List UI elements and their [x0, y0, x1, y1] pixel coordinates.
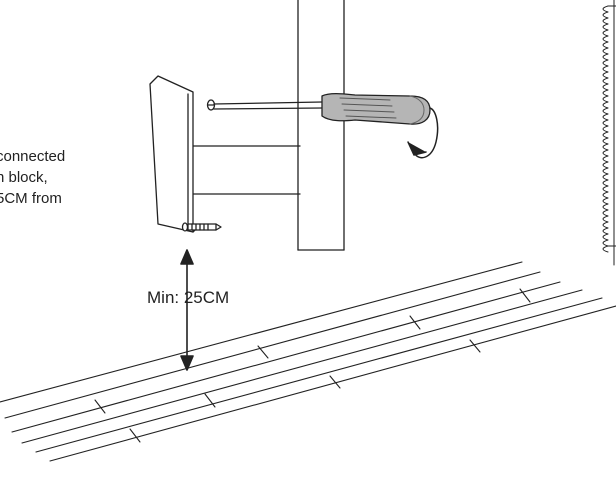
lower-screw-icon [181, 222, 222, 232]
screwdriver-icon [213, 92, 431, 125]
installation-note: connected n block, 5CM from [0, 146, 65, 209]
upper-screw-icon [206, 99, 216, 111]
note-line-1: connected [0, 148, 66, 165]
support-post [297, 0, 345, 251]
minimum-distance-label: Min: 25CM [147, 288, 230, 307]
radiator-edge [602, 0, 616, 266]
clockwise-rotation-arrow-icon [407, 107, 439, 159]
note-line-2: n block, [0, 169, 48, 186]
floor-boards [0, 261, 616, 462]
dimension-arrow [180, 249, 194, 371]
note-line-3: 5CM from [0, 190, 62, 207]
wall-bracket-plate [149, 75, 197, 233]
